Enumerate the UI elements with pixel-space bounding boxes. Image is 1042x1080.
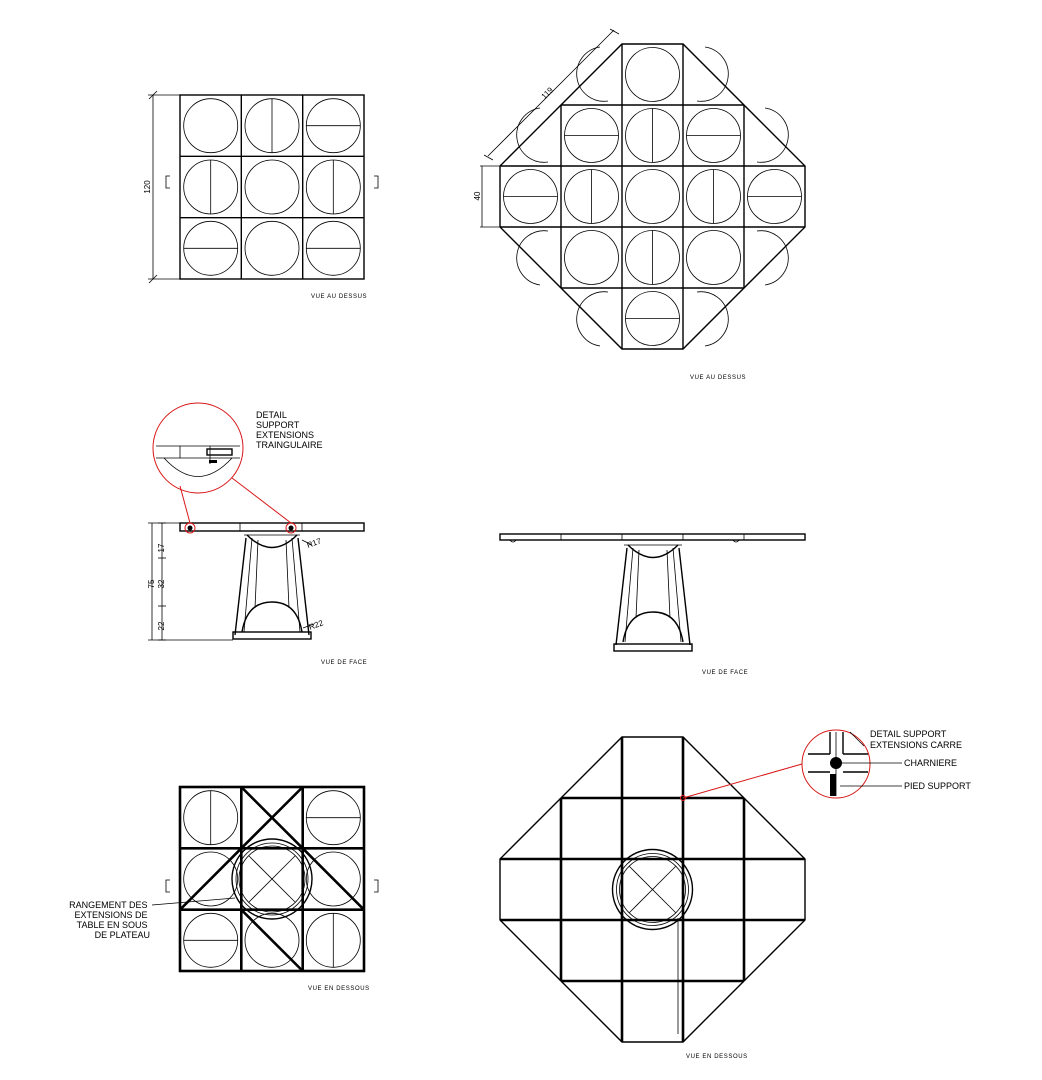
bottom-open-grid xyxy=(500,737,805,1042)
storage-leader-line xyxy=(151,897,236,906)
front-closed-total-height: 75 xyxy=(147,579,156,588)
top-closed-grid xyxy=(179,94,365,280)
front-open-caption: VUE DE FACE xyxy=(702,670,748,676)
hinge-label: CHARNIERE xyxy=(904,758,957,768)
storage-label-line-1: RANGEMENT DES xyxy=(69,900,147,910)
front-closed-radius-top: R17 xyxy=(306,536,323,550)
square-detail-line-1: DETAIL SUPPORT xyxy=(870,729,947,739)
bottom-closed-grid xyxy=(178,785,366,973)
bottom-view-open: DETAIL SUPPORT EXTENSIONS CARRE CHARNIER… xyxy=(499,729,971,1060)
triangular-detail-bubble xyxy=(152,402,292,524)
top-closed-height-dimension: 120 xyxy=(143,180,152,194)
top-open-side-dimension: 119 xyxy=(540,85,556,101)
bottom-closed-circles xyxy=(183,790,361,968)
square-detail-label: DETAIL SUPPORT EXTENSIONS CARRE xyxy=(870,729,962,750)
top-open-dimension-lines xyxy=(480,28,620,228)
top-open-grid xyxy=(500,44,805,349)
front-closed-radius-bottom: R22 xyxy=(308,618,325,632)
support-leg-label: PIED SUPPORT xyxy=(904,781,971,791)
triangular-detail-line-1: DETAIL xyxy=(256,410,287,420)
front-view-open: VUE DE FACE xyxy=(499,533,806,676)
bottom-closed-caption: VUE EN DESSOUS xyxy=(308,986,370,992)
top-open-module-dimension: 40 xyxy=(473,191,482,200)
triangular-detail-line-3: EXTENSIONS xyxy=(256,430,314,440)
bottom-closed-stored-extensions xyxy=(179,786,365,972)
storage-label-line-3: TABLE EN SOUS xyxy=(77,920,148,930)
section-marker-right xyxy=(374,175,379,189)
storage-label-line-4: DE PLATEAU xyxy=(95,930,150,940)
front-open-base xyxy=(613,544,693,652)
bottom-view-closed: RANGEMENT DES EXTENSIONS DE TABLE EN SOU… xyxy=(69,785,379,992)
front-closed-caption: VUE DE FACE xyxy=(321,660,367,666)
front-closed-tabletop xyxy=(179,522,365,532)
triangular-detail-line-2: SUPPORT xyxy=(256,420,300,430)
top-open-caption: VUE AU DESSUS xyxy=(690,375,746,381)
bottom-open-base-ring xyxy=(611,848,694,1034)
front-closed-base xyxy=(232,534,312,640)
top-open-partial-circles xyxy=(516,46,789,347)
storage-label-line-2: EXTENSIONS DE xyxy=(74,910,147,920)
square-detail-bubble xyxy=(680,729,902,801)
section-marker-bottom-right xyxy=(374,879,379,893)
front-closed-height-part-2: 32 xyxy=(157,579,166,588)
triangular-detail-label: DETAIL SUPPORT EXTENSIONS TRAINGULAIRE xyxy=(256,410,323,450)
front-closed-height-part-3: 22 xyxy=(157,621,166,630)
top-view-closed: 120 VUE AU DESSUS xyxy=(143,90,379,300)
front-closed-dimension-lines xyxy=(148,522,315,641)
front-closed-height-part-1: 17 xyxy=(157,543,166,552)
front-view-closed: DETAIL SUPPORT EXTENSIONS TRAINGULAIRE 7… xyxy=(147,402,367,666)
top-closed-dimension-line xyxy=(148,90,180,284)
top-open-full-circles xyxy=(503,47,802,346)
top-closed-circles xyxy=(183,98,361,276)
front-closed-hinges xyxy=(184,522,297,534)
section-marker-bottom-left xyxy=(165,879,170,893)
section-marker-left xyxy=(165,175,170,189)
square-detail-line-2: EXTENSIONS CARRE xyxy=(870,740,962,750)
front-open-tabletop xyxy=(499,533,806,543)
top-closed-caption: VUE AU DESSUS xyxy=(311,294,367,300)
bottom-closed-base-ring xyxy=(231,838,313,920)
top-view-open: 119 40 VUE AU DESSUS xyxy=(473,28,806,381)
triangular-detail-line-4: TRAINGULAIRE xyxy=(256,440,323,450)
bottom-open-caption: VUE EN DESSOUS xyxy=(686,1054,748,1060)
storage-label: RANGEMENT DES EXTENSIONS DE TABLE EN SOU… xyxy=(69,900,150,940)
